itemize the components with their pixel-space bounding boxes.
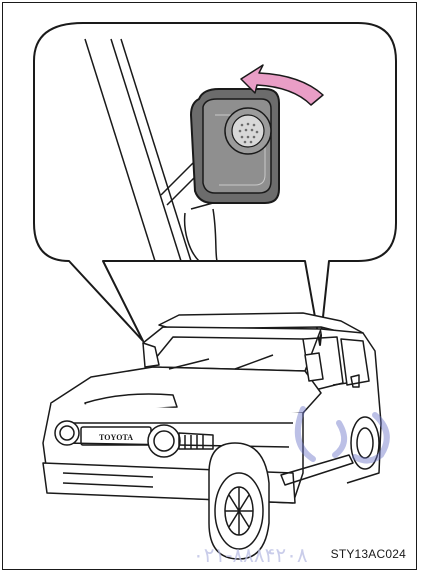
mirror-adjustment-illustration: TOYOTA [3,3,418,571]
mirror-body [191,89,279,203]
vehicle-badge: TOYOTA [99,433,133,442]
figure-frame: TOYOTA [2,2,417,570]
watermark-text: ۰۲۱-۸۸۸۴۲۰۸ [193,543,308,567]
vehicle-illustration: TOYOTA [43,313,381,559]
figure-code: STY13AC024 [331,547,406,561]
